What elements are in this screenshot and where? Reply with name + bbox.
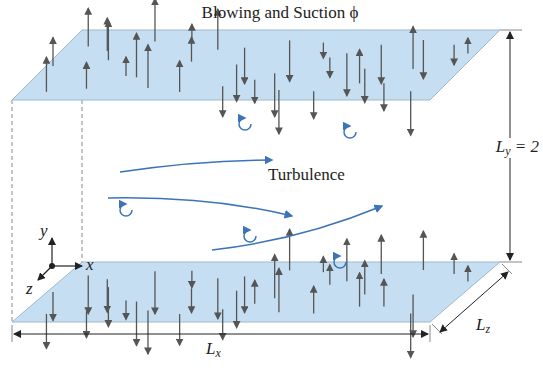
title-text: Blowing and Suction ϕ	[202, 4, 359, 23]
dimension-label: Lz	[476, 316, 490, 336]
flow-label: Turbulence	[268, 166, 345, 185]
axis-label: x	[86, 256, 94, 275]
dimension-label: Ly = 2	[496, 138, 539, 158]
dimension-label: Lx	[206, 340, 221, 360]
axis-label: z	[26, 280, 33, 299]
axis-label: y	[40, 222, 48, 241]
